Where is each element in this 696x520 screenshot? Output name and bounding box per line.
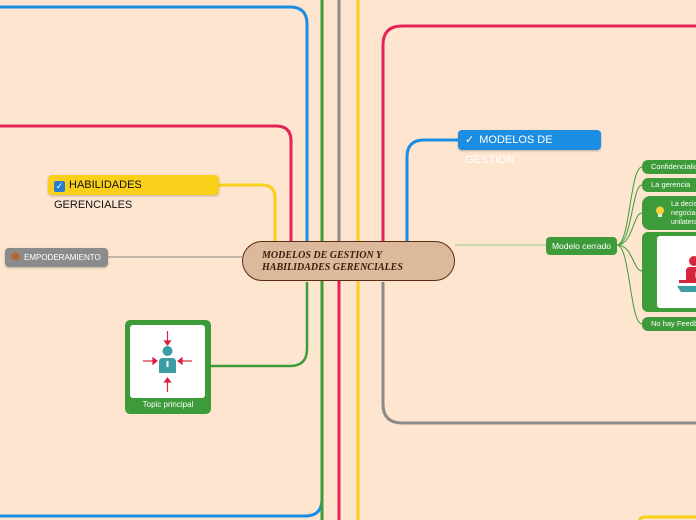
modelo-cerrado-node[interactable]: Modelo cerrado xyxy=(546,237,617,255)
lightbulb-icon xyxy=(655,206,665,220)
habilidades-gerenciales-node[interactable]: ✓HABILIDADES GERENCIALES xyxy=(48,175,219,211)
topic-image xyxy=(130,325,205,398)
modelos-de-gestion-label: MODELOS DE GESTION xyxy=(465,134,553,166)
no-hay-feedback-label: No hay Feedb xyxy=(651,319,696,328)
check-icon: ✓ xyxy=(465,134,475,146)
list-item[interactable]: La gerencia xyxy=(642,178,696,192)
central-topic-line-2: HABILIDADES GERENCIALES xyxy=(262,262,403,273)
checkbox-icon: ✓ xyxy=(54,181,65,192)
bulb-note-line-2: negociaci xyxy=(671,210,696,217)
bulb-note-line-3: unilatera xyxy=(671,219,696,226)
bulb-note-line-1: La decisi xyxy=(671,201,696,208)
la-gerencia-label: La gerencia xyxy=(651,180,691,189)
empoderamiento-node[interactable]: EMPODERAMIENTO xyxy=(5,248,108,267)
modelo-cerrado-label: Modelo cerrado xyxy=(551,241,612,251)
image-card-node[interactable] xyxy=(642,232,696,312)
confidencialidad-label: Confidencialid xyxy=(651,162,696,171)
central-topic[interactable]: MODELOS DE GESTION Y HABILIDADES GERENCI… xyxy=(242,241,455,281)
focus-person-icon xyxy=(143,331,192,392)
habilidades-gerenciales-label: HABILIDADES GERENCIALES xyxy=(54,179,142,211)
list-item[interactable]: Confidencialid xyxy=(642,160,696,174)
central-topic-line-1: MODELOS DE GESTION Y xyxy=(262,250,383,261)
presenter-icon xyxy=(677,256,696,292)
list-item[interactable]: No hay Feedb xyxy=(642,317,696,331)
bulb-note-node[interactable]: La decisi negociaci unilatera xyxy=(642,196,696,230)
briefcase-icon xyxy=(11,248,20,267)
modelos-de-gestion-node[interactable]: ✓MODELOS DE GESTION xyxy=(458,130,601,166)
image-card-image xyxy=(657,236,696,308)
empoderamiento-label: EMPODERAMIENTO xyxy=(24,253,101,262)
topic-principal-label: Topic principal xyxy=(142,400,194,409)
topic-principal-node[interactable]: Topic principal xyxy=(125,320,211,414)
